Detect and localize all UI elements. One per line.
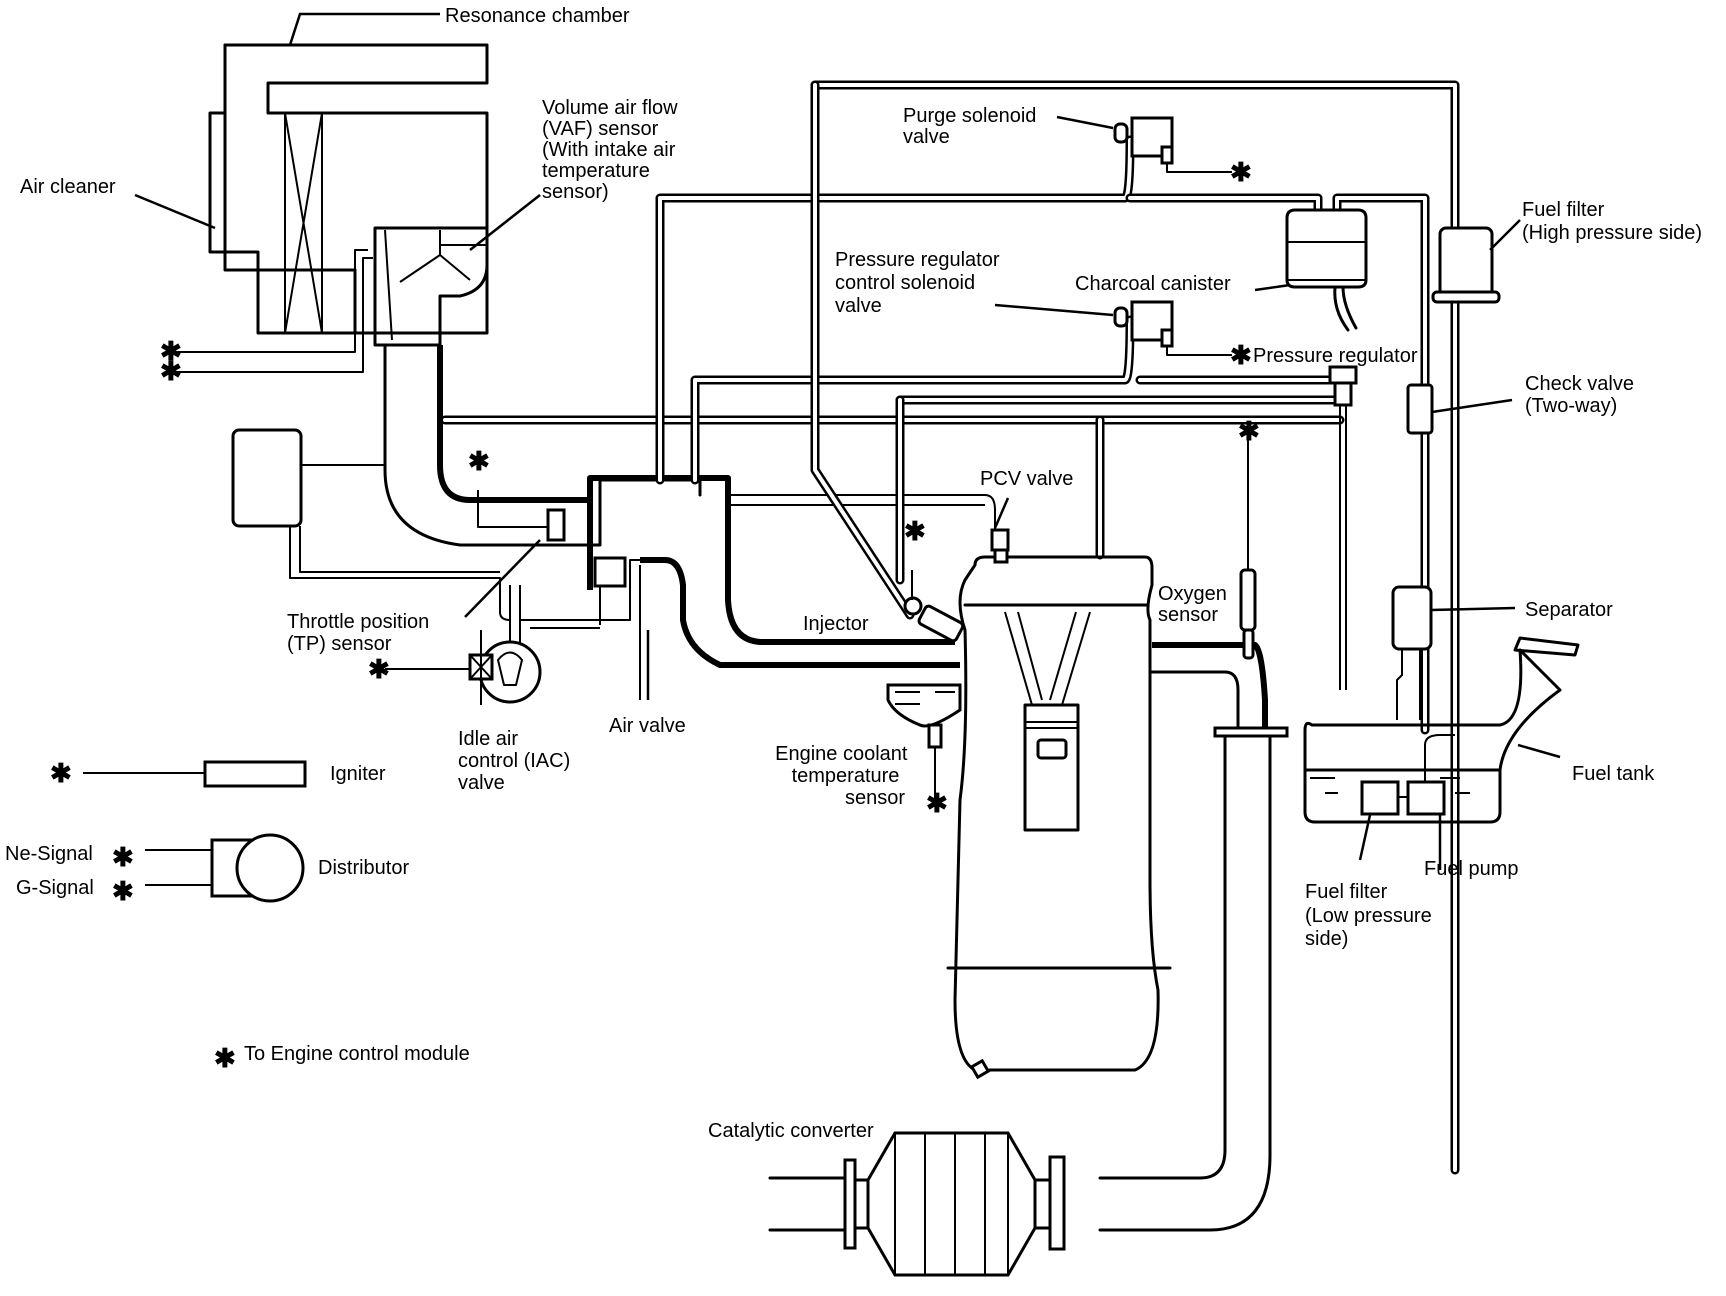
- ecm-marker: ✱: [926, 788, 948, 818]
- ecm-marker: ✱: [112, 876, 134, 906]
- label-pressure-regulator: Pressure regulator: [1253, 345, 1418, 367]
- ecm-marker: ✱: [904, 516, 926, 546]
- vacuum-lines: [440, 80, 1460, 1175]
- fuel-tank: [1303, 636, 1580, 824]
- label-fuel-tank: Fuel tank: [1572, 763, 1655, 785]
- ecm-marker: ✱: [50, 758, 72, 788]
- label-pressure-regulator-control-solenoid: Pressure regulator control solenoid valv…: [835, 249, 1005, 317]
- injector: ✱: [903, 516, 965, 643]
- ecm-marker: ✱: [1230, 340, 1252, 370]
- label-fuel-filter-low-pressure: Fuel filter (Low pressure side): [1305, 881, 1437, 950]
- charcoal-canister: [1285, 208, 1368, 332]
- ecm-marker: ✱: [468, 446, 490, 476]
- igniter: ✱: [50, 758, 307, 788]
- label-charcoal-canister: Charcoal canister: [1075, 273, 1231, 295]
- pressure-regulator-control-solenoid-valve: ✱: [1113, 300, 1252, 370]
- catalytic-converter: [768, 1131, 1066, 1277]
- label-vaf-sensor: Volume air flow (VAF) sensor (With intak…: [542, 97, 683, 203]
- label-distributor: Distributor: [318, 857, 409, 879]
- fuel-pump: [1398, 734, 1455, 816]
- intake-duct: [383, 343, 731, 547]
- ecm-marker: ✱: [368, 654, 390, 684]
- label-fuel-filter-high-pressure: Fuel filter (High pressure side): [1522, 199, 1702, 244]
- intake-manifold: [587, 494, 996, 645]
- oxygen-sensor: ✱: [1238, 416, 1260, 660]
- label-idle-air-control-valve: Idle air control (IAC) valve: [458, 728, 576, 794]
- label-pcv-valve: PCV valve: [980, 468, 1073, 490]
- legend-ecm-marker: ✱: [214, 1043, 236, 1073]
- label-resonance-chamber: Resonance chamber: [445, 5, 630, 27]
- leader-lines: [134, 12, 1561, 870]
- ecm-marker: ✱: [112, 842, 134, 872]
- ecm-marker: ✱: [1238, 416, 1260, 446]
- engine-coolant-temperature-sensor: ✱: [886, 683, 962, 818]
- purge-solenoid-valve: ✱: [1113, 116, 1252, 187]
- label-oxygen-sensor: Oxygen sensor: [1158, 583, 1233, 626]
- label-purge-solenoid-valve: Purge solenoid valve: [903, 105, 1042, 148]
- label-injector: Injector: [803, 613, 869, 635]
- fuel-filter-low-pressure: [1360, 780, 1400, 816]
- vaf-sensor-wires: ✱ ✱: [160, 249, 373, 386]
- label-igniter: Igniter: [330, 763, 386, 785]
- label-engine-coolant-temperature-sensor: Engine coolant temperature sensor: [775, 743, 913, 809]
- exhaust-pipe: [1098, 642, 1289, 1232]
- label-g-signal: G-Signal: [16, 877, 94, 899]
- legend-text: To Engine control module: [244, 1043, 470, 1065]
- label-ne-signal: Ne-Signal: [5, 843, 93, 865]
- engine-block: [946, 555, 1172, 1080]
- ecm-marker: ✱: [160, 356, 182, 386]
- label-throttle-position-sensor: Throttle position (TP) sensor: [287, 611, 435, 655]
- check-valve: [1406, 383, 1434, 435]
- fuel-filter-high-pressure: [1431, 226, 1501, 304]
- label-check-valve: Check valve (Two-way): [1525, 373, 1640, 417]
- label-air-cleaner: Air cleaner: [20, 176, 116, 198]
- air-cleaner: [208, 43, 357, 335]
- ecm-marker: ✱: [1230, 157, 1252, 187]
- ecm-marker: ✱: [160, 336, 182, 366]
- distributor: ✱ ✱: [112, 833, 305, 906]
- air-valve: [530, 556, 960, 700]
- label-air-valve: Air valve: [609, 715, 686, 737]
- pressure-regulator: [1328, 365, 1358, 690]
- side-chamber: [231, 428, 511, 621]
- label-separator: Separator: [1525, 599, 1613, 621]
- separator: [1391, 585, 1433, 720]
- idle-air-control-valve: ✱: [368, 630, 494, 705]
- vaf-sensor: [373, 226, 489, 347]
- label-fuel-pump: Fuel pump: [1424, 858, 1519, 880]
- label-catalytic-converter: Catalytic converter: [708, 1120, 874, 1142]
- pcv-valve: [990, 528, 1010, 564]
- labels: Resonance chamber Air cleaner Volume air…: [5, 5, 1702, 1142]
